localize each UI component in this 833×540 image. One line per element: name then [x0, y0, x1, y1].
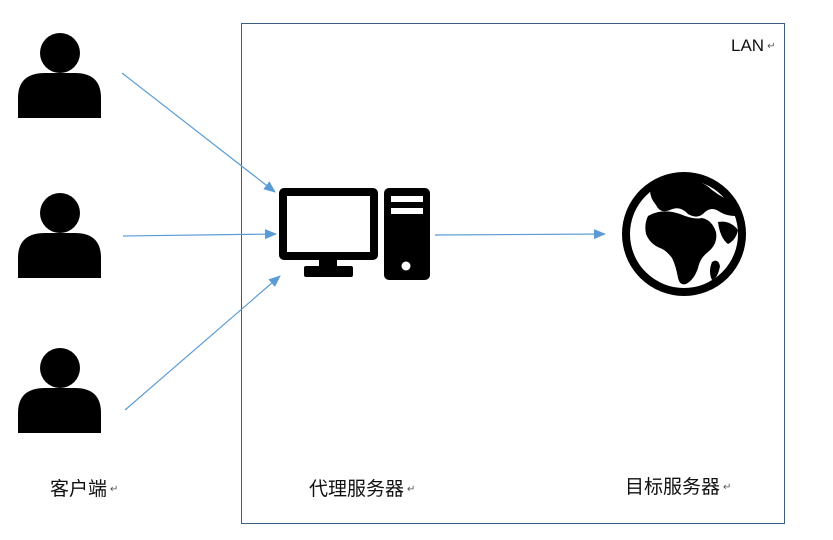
target-label: 目标服务器↵: [625, 472, 731, 499]
client-label: 客户端↵: [50, 474, 118, 501]
lan-label: LAN↵: [731, 36, 775, 56]
client-to-proxy-arrow: [122, 229, 277, 240]
target-label-text: 目标服务器: [625, 476, 721, 498]
lan-boundary-box: [241, 23, 785, 524]
desktop-computer-icon: [279, 188, 430, 280]
person-icon: [18, 348, 101, 433]
client-to-proxy-arrow: [121, 72, 276, 193]
return-mark: ↵: [110, 484, 119, 495]
return-mark: ↵: [407, 484, 416, 495]
lan-label-text: LAN: [731, 36, 765, 55]
client-to-proxy-arrow: [124, 275, 281, 411]
proxy-label: 代理服务器↵: [309, 474, 415, 501]
client-label-text: 客户端: [50, 478, 108, 500]
return-mark: ↵: [767, 41, 776, 53]
proxy-to-target-arrow: [434, 229, 606, 240]
return-mark: ↵: [723, 482, 732, 493]
globe-icon: [622, 172, 746, 296]
person-icon: [18, 33, 101, 118]
person-icon: [18, 193, 101, 278]
proxy-label-text: 代理服务器: [309, 478, 405, 500]
